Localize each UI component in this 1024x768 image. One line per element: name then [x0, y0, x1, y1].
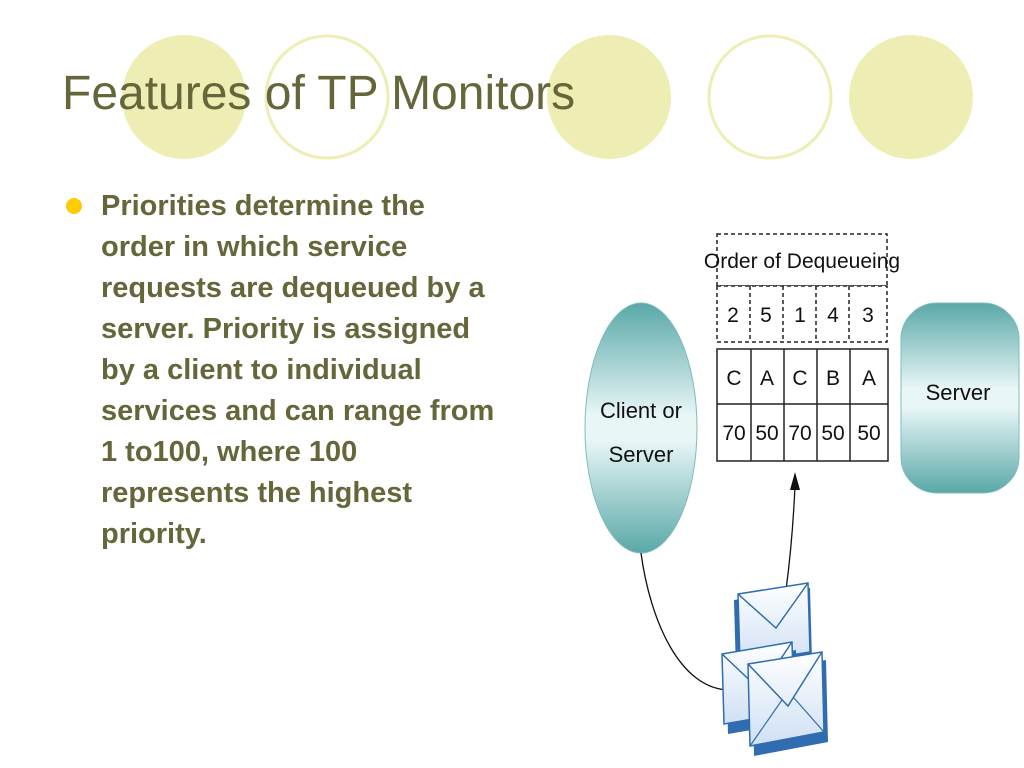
- order-cell: 2: [727, 304, 739, 327]
- envelope-stack-icon: [721, 582, 828, 756]
- order-header: Order of Dequeueing: [704, 250, 900, 273]
- bullet-text: Priorities determine the order in which …: [101, 190, 495, 550]
- service-cell: A: [862, 367, 876, 390]
- deco-circle-filled: [849, 35, 973, 159]
- server-label: Server: [926, 380, 991, 405]
- deco-circle-filled: [122, 35, 246, 159]
- client-to-messages-line: [640, 552, 731, 691]
- server-node: Server: [900, 302, 1020, 494]
- deco-circle-outline: [264, 34, 390, 160]
- deco-circle-filled: [547, 35, 671, 159]
- priority-cell: 70: [722, 422, 745, 445]
- order-cell: 4: [827, 304, 839, 327]
- service-cell: C: [726, 367, 741, 390]
- service-cell: B: [826, 367, 840, 390]
- client-label-line1: Client or: [600, 398, 682, 423]
- slide-title: Features of TP Monitors: [62, 67, 576, 120]
- client-label-line2: Server: [609, 442, 674, 467]
- service-cell: A: [760, 367, 774, 390]
- decorative-circles: [122, 34, 973, 160]
- priority-cell: 50: [857, 422, 880, 445]
- client-node: Client or Server: [584, 302, 698, 554]
- order-cell: 1: [794, 304, 806, 327]
- priority-cell: 50: [821, 422, 844, 445]
- order-cell: 3: [862, 304, 874, 327]
- queue-table: Order of Dequeueing 2 5 1 4 3 C A C B A …: [704, 233, 900, 462]
- service-cell: C: [792, 367, 807, 390]
- priority-cell: 70: [788, 422, 811, 445]
- order-cell: 5: [760, 304, 772, 327]
- enqueue-arrow: [785, 472, 800, 591]
- bullet-point-icon: [66, 198, 82, 214]
- priority-cell: 50: [755, 422, 778, 445]
- deco-circle-outline: [707, 34, 833, 160]
